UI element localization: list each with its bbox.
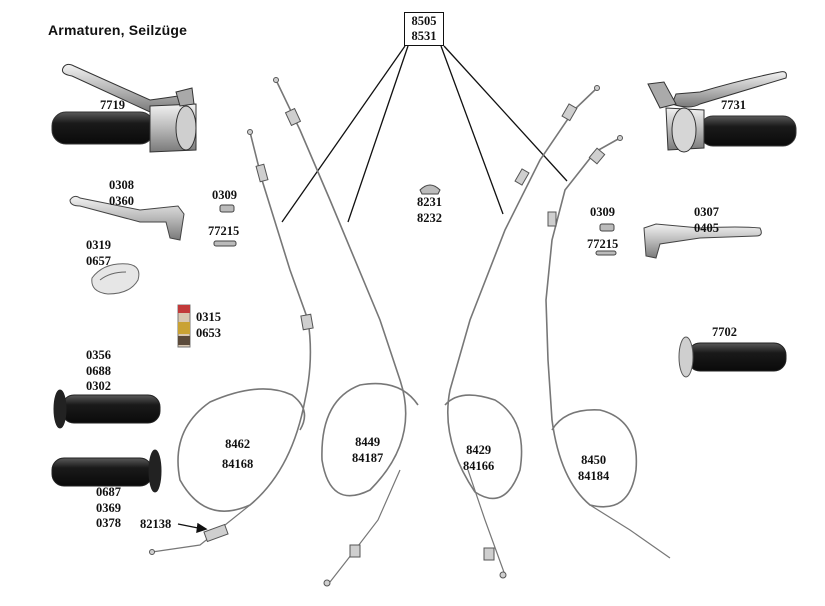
label-nipple: 8231 8232 (417, 195, 442, 226)
label-line: 8232 (417, 210, 442, 225)
lever-assembly-right (647, 71, 797, 153)
label-pin-left: 77215 (208, 224, 240, 238)
label-cable-4: 8450 84184 (578, 452, 609, 484)
label-adjuster: 82138 (140, 517, 172, 531)
label-line: 0356 (86, 348, 111, 362)
label-lever-right: 0307 0405 (694, 205, 719, 236)
label-grip-left-bottom: 0687 0369 0378 (96, 485, 121, 532)
label-cable-1: 8462 84168 (222, 434, 253, 474)
callout-line-2: 8531 (411, 29, 437, 43)
label-lever-left: 0308 0360 (109, 178, 134, 209)
label-line: 84166 (463, 459, 495, 473)
label-screw-left: 0309 (212, 188, 237, 202)
label-line: 84168 (222, 457, 254, 471)
label-line: 0653 (196, 325, 221, 340)
lever-left (69, 195, 185, 241)
label-cover: 0319 0657 (86, 238, 111, 269)
page-title: Armaturen, Seilzüge (48, 22, 188, 38)
cables (151, 79, 671, 583)
small-hardware (213, 184, 617, 256)
grips-left (51, 389, 162, 493)
label-line: 0308 (109, 178, 134, 192)
label-cable-2: 8449 84187 (352, 434, 383, 466)
adjuster-arrow (177, 522, 208, 534)
label-lever-assembly-left: 7719 (100, 98, 125, 112)
label-line: 84187 (352, 451, 384, 465)
label-line: 0360 (109, 193, 134, 208)
label-line: 0687 (96, 485, 121, 499)
label-cable-3: 8429 84166 (463, 442, 494, 474)
label-line: 0405 (694, 220, 719, 235)
label-reflector: 0315 0653 (196, 310, 221, 341)
callout-box: 8505 8531 (404, 12, 444, 46)
label-line: 8462 (225, 437, 251, 451)
cable-fittings (149, 77, 623, 587)
label-grip-right: 7702 (712, 325, 737, 339)
label-line: 0657 (86, 253, 111, 268)
reflector-part (177, 304, 191, 348)
label-line: 8450 (581, 453, 607, 467)
label-line: 0369 (96, 500, 121, 515)
lever-right (643, 223, 762, 259)
label-line: 0378 (96, 516, 121, 530)
label-line: 0302 (86, 379, 111, 393)
grip-right (678, 336, 787, 378)
cover-part (91, 263, 140, 295)
label-line: 8429 (466, 443, 492, 457)
label-grip-left-top: 0356 0688 0302 (86, 348, 111, 395)
label-line: 0688 (86, 363, 111, 378)
label-lever-assembly-right: 7731 (721, 98, 746, 112)
label-line: 8231 (417, 195, 442, 209)
label-line: 0315 (196, 310, 221, 324)
label-line: 0319 (86, 238, 111, 252)
callout-leaders (281, 45, 568, 223)
label-line: 84184 (578, 469, 610, 483)
callout-line-1: 8505 (411, 14, 437, 28)
label-line: 0307 (694, 205, 719, 219)
label-screw-right: 0309 (590, 205, 615, 219)
label-line: 8449 (355, 435, 381, 449)
label-pin-right: 77215 (587, 237, 619, 251)
lever-assembly-left (51, 63, 197, 153)
